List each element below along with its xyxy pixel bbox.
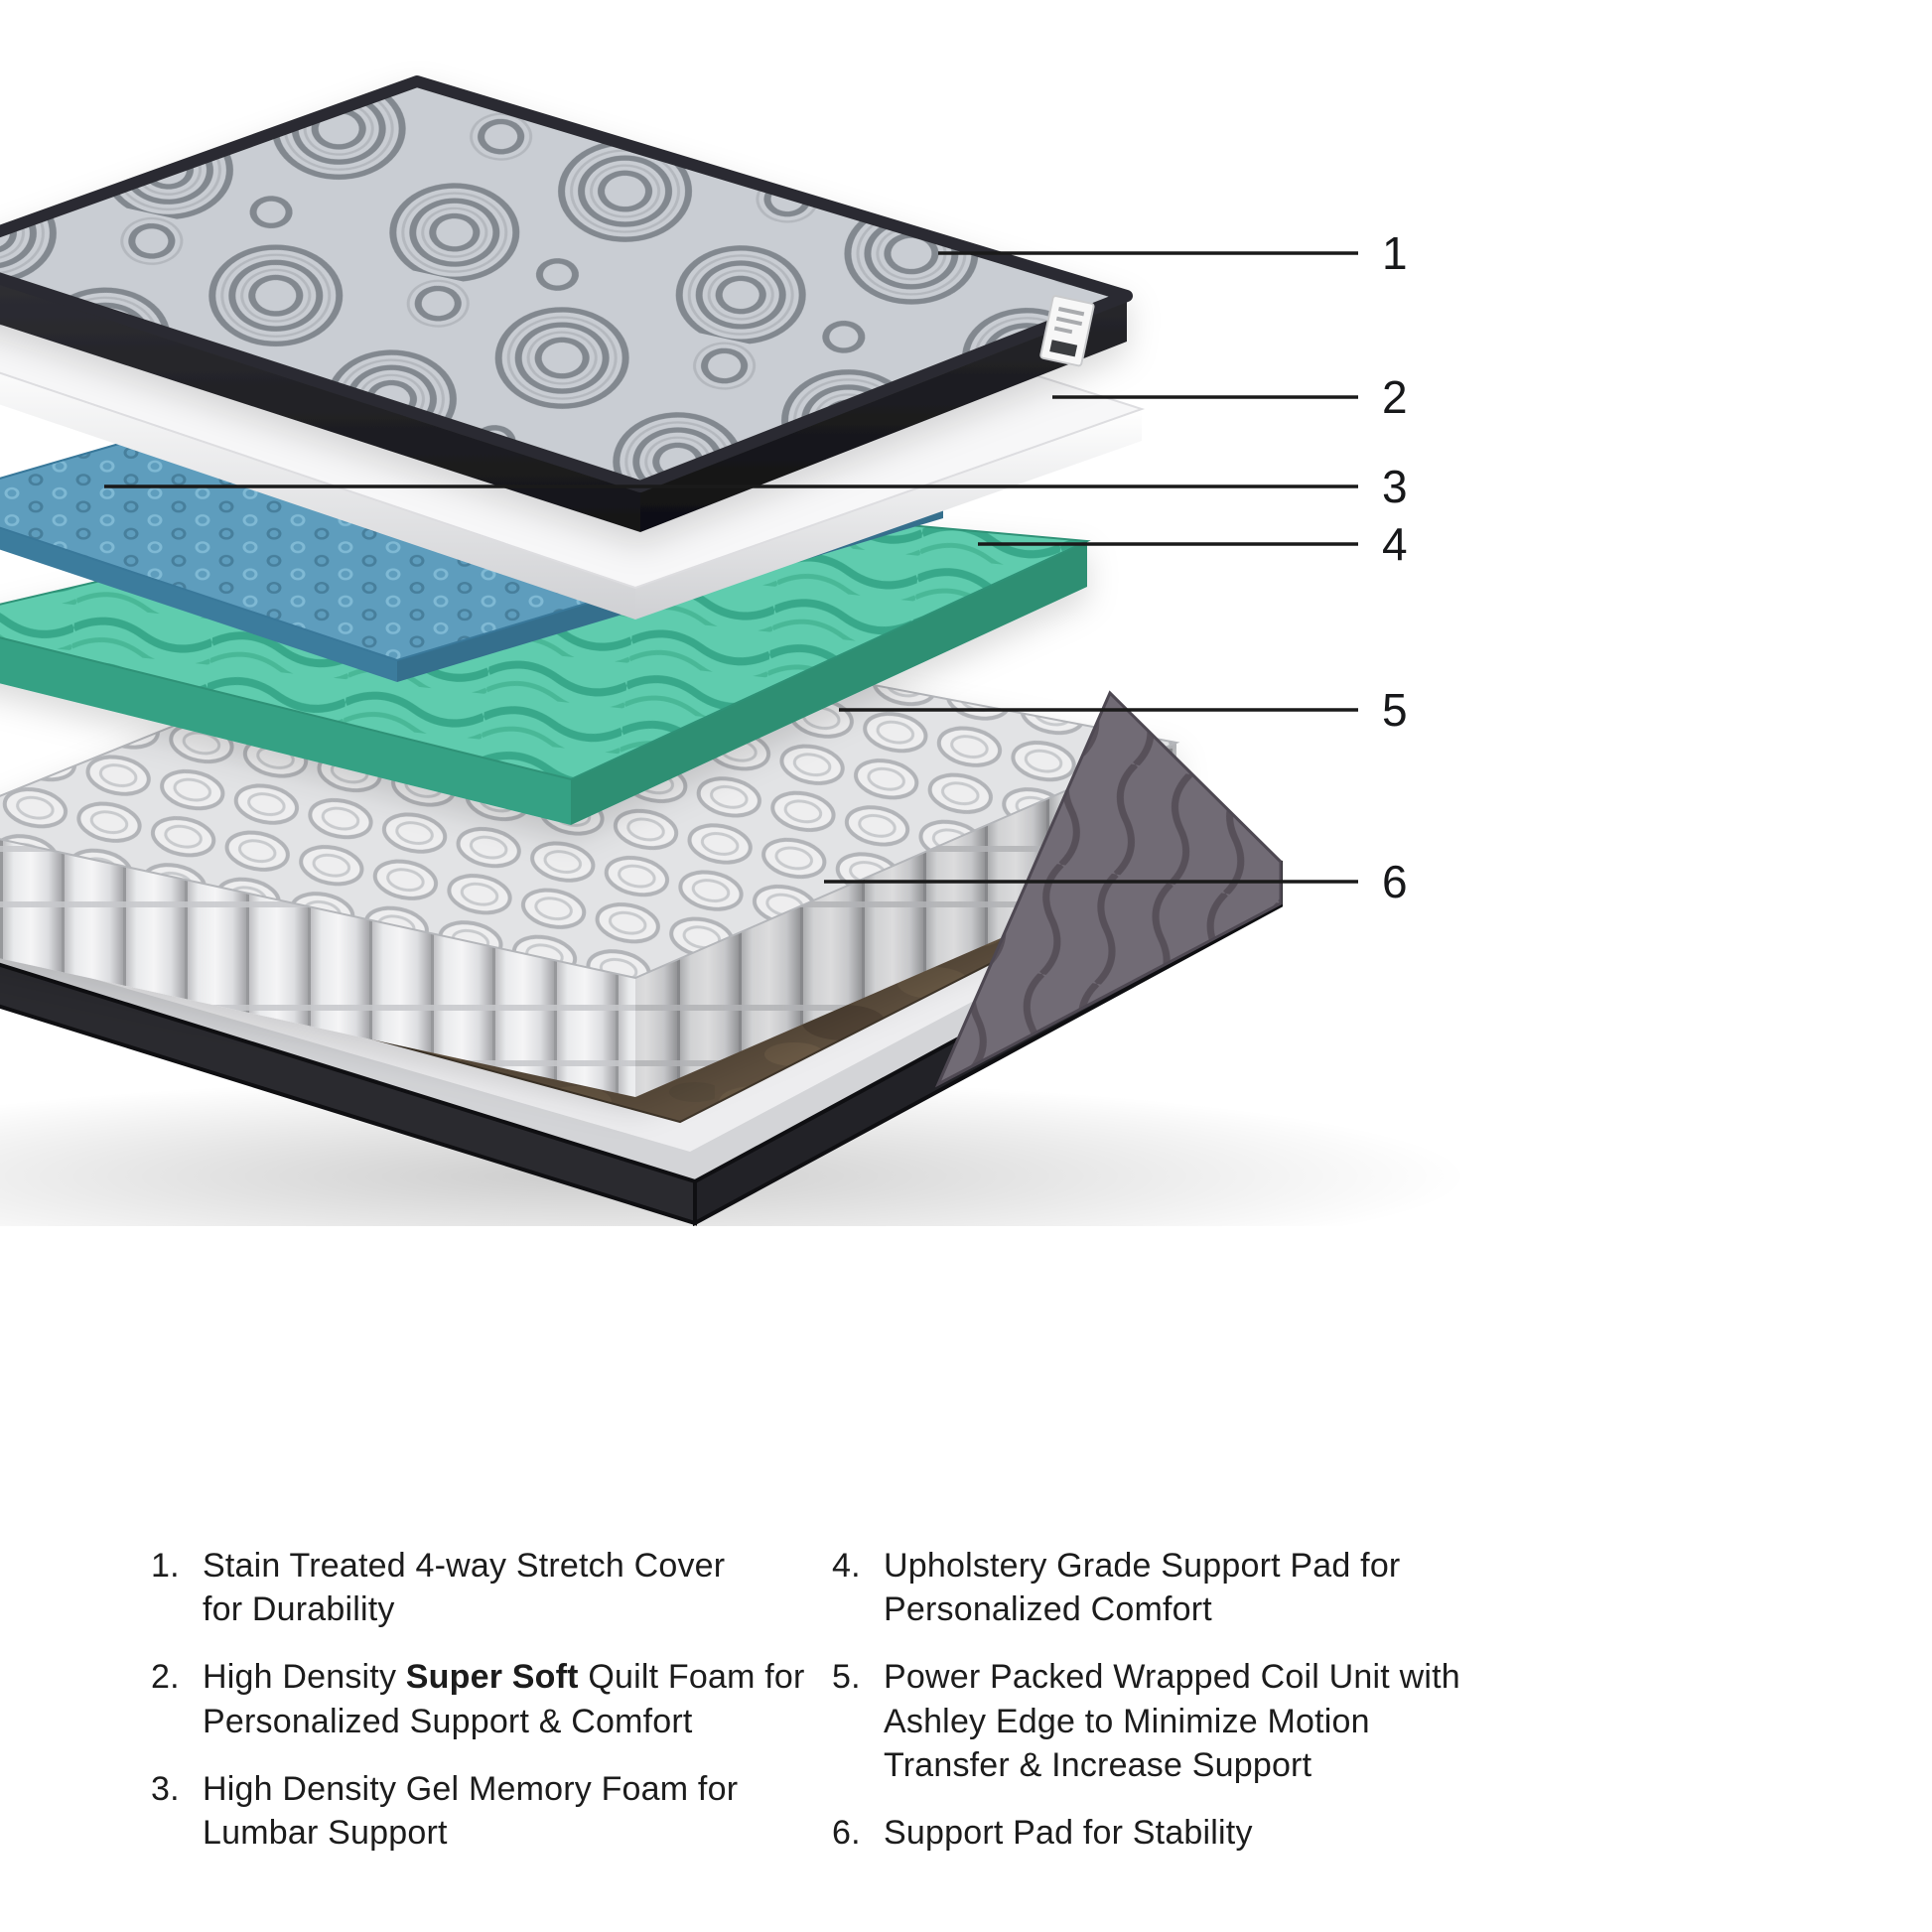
- legend-line: Support Pad for Stability: [884, 1813, 1253, 1852]
- tag-mark: [1049, 340, 1078, 357]
- cover-front-left-band: [0, 278, 640, 532]
- callout-number-3: 3: [1382, 461, 1408, 512]
- callout-number-4: 4: [1382, 518, 1408, 570]
- callout-number-2: 2: [1382, 371, 1408, 423]
- legend-column-right: 4. Upholstery Grade Support Pad for Pers…: [832, 1544, 1799, 1878]
- tag-text-line: [1057, 307, 1085, 317]
- legend-line: Personalized Comfort: [884, 1590, 1212, 1629]
- quilt-foam-front-right-band: [635, 409, 1142, 620]
- legend-line: Quilt Foam for: [578, 1658, 805, 1697]
- callout-number-5: 5: [1382, 684, 1408, 736]
- legend-text: Power Packed Wrapped Coil Unit with Ashl…: [884, 1655, 1799, 1787]
- legend-line: Lumbar Support: [203, 1813, 448, 1852]
- legend-line: Stain Treated 4-way Stretch Cover: [203, 1547, 726, 1585]
- legend-text: Upholstery Grade Support Pad for Persona…: [884, 1544, 1799, 1631]
- foam-front-left-band: [0, 637, 571, 825]
- legend-item-1: 1. Stain Treated 4-way Stretch Cover for…: [151, 1544, 832, 1631]
- tag-text-line: [1055, 316, 1083, 327]
- gel-front-left-band: [0, 527, 397, 682]
- coil-front-left-face: [0, 839, 635, 1097]
- legend-number: 3.: [151, 1769, 180, 1808]
- legend-item-6: 6. Support Pad for Stability: [832, 1811, 1799, 1855]
- legend: 1. Stain Treated 4-way Stretch Cover for…: [151, 1544, 1799, 1878]
- legend-line: High Density: [203, 1658, 406, 1697]
- cover-top-face: [0, 75, 1133, 492]
- legend-line-bold: Super Soft: [405, 1658, 579, 1697]
- legend-line: Personalized Support & Comfort: [203, 1702, 693, 1740]
- mattress-diagram: 1 2 3 4 5 6: [0, 75, 1469, 1226]
- callout-number-6: 6: [1382, 856, 1408, 907]
- legend-item-4: 4. Upholstery Grade Support Pad for Pers…: [832, 1544, 1799, 1631]
- legend-text: High Density Gel Memory Foam for Lumbar …: [203, 1767, 832, 1855]
- legend-number: 2.: [151, 1658, 180, 1697]
- legend-line: Power Packed Wrapped Coil Unit with: [884, 1658, 1460, 1697]
- legend-line: Transfer & Increase Support: [884, 1745, 1312, 1784]
- tag-text-line: [1053, 326, 1073, 335]
- legend-text: Stain Treated 4-way Stretch Cover for Du…: [203, 1544, 832, 1631]
- callout-lines: [104, 251, 1358, 884]
- base-edge-wedge: [934, 690, 1283, 1088]
- callout-number-1: 1: [1382, 227, 1408, 279]
- foam-front-right-band: [571, 541, 1087, 825]
- layer-stretch-cover: [0, 75, 1133, 532]
- legend-item-5: 5. Power Packed Wrapped Coil Unit with A…: [832, 1655, 1799, 1787]
- legend-line: High Density Gel Memory Foam for: [203, 1769, 739, 1808]
- legend-line: Upholstery Grade Support Pad for: [884, 1547, 1401, 1585]
- legend-item-3: 3. High Density Gel Memory Foam for Lumb…: [151, 1767, 832, 1855]
- legend-number: 5.: [832, 1658, 861, 1697]
- legend-text: High Density Super Soft Quilt Foam for P…: [203, 1655, 832, 1742]
- legend-text: Support Pad for Stability: [884, 1811, 1799, 1855]
- legend-column-left: 1. Stain Treated 4-way Stretch Cover for…: [151, 1544, 832, 1878]
- callout-numbers: 1 2 3 4 5 6: [1382, 227, 1408, 907]
- legend-number: 1.: [151, 1547, 180, 1585]
- quilt-foam-front-left-band: [0, 372, 635, 620]
- legend-number: 4.: [832, 1547, 861, 1585]
- legend-item-2: 2. High Density Super Soft Quilt Foam fo…: [151, 1655, 832, 1742]
- legend-line: Ashley Edge to Minimize Motion: [884, 1702, 1370, 1740]
- cover-front-right-band: [640, 296, 1127, 532]
- coil-face-shading: [635, 743, 1176, 1097]
- legend-number: 6.: [832, 1813, 861, 1852]
- law-tag: [1039, 295, 1095, 367]
- legend-line: for Durability: [203, 1590, 395, 1629]
